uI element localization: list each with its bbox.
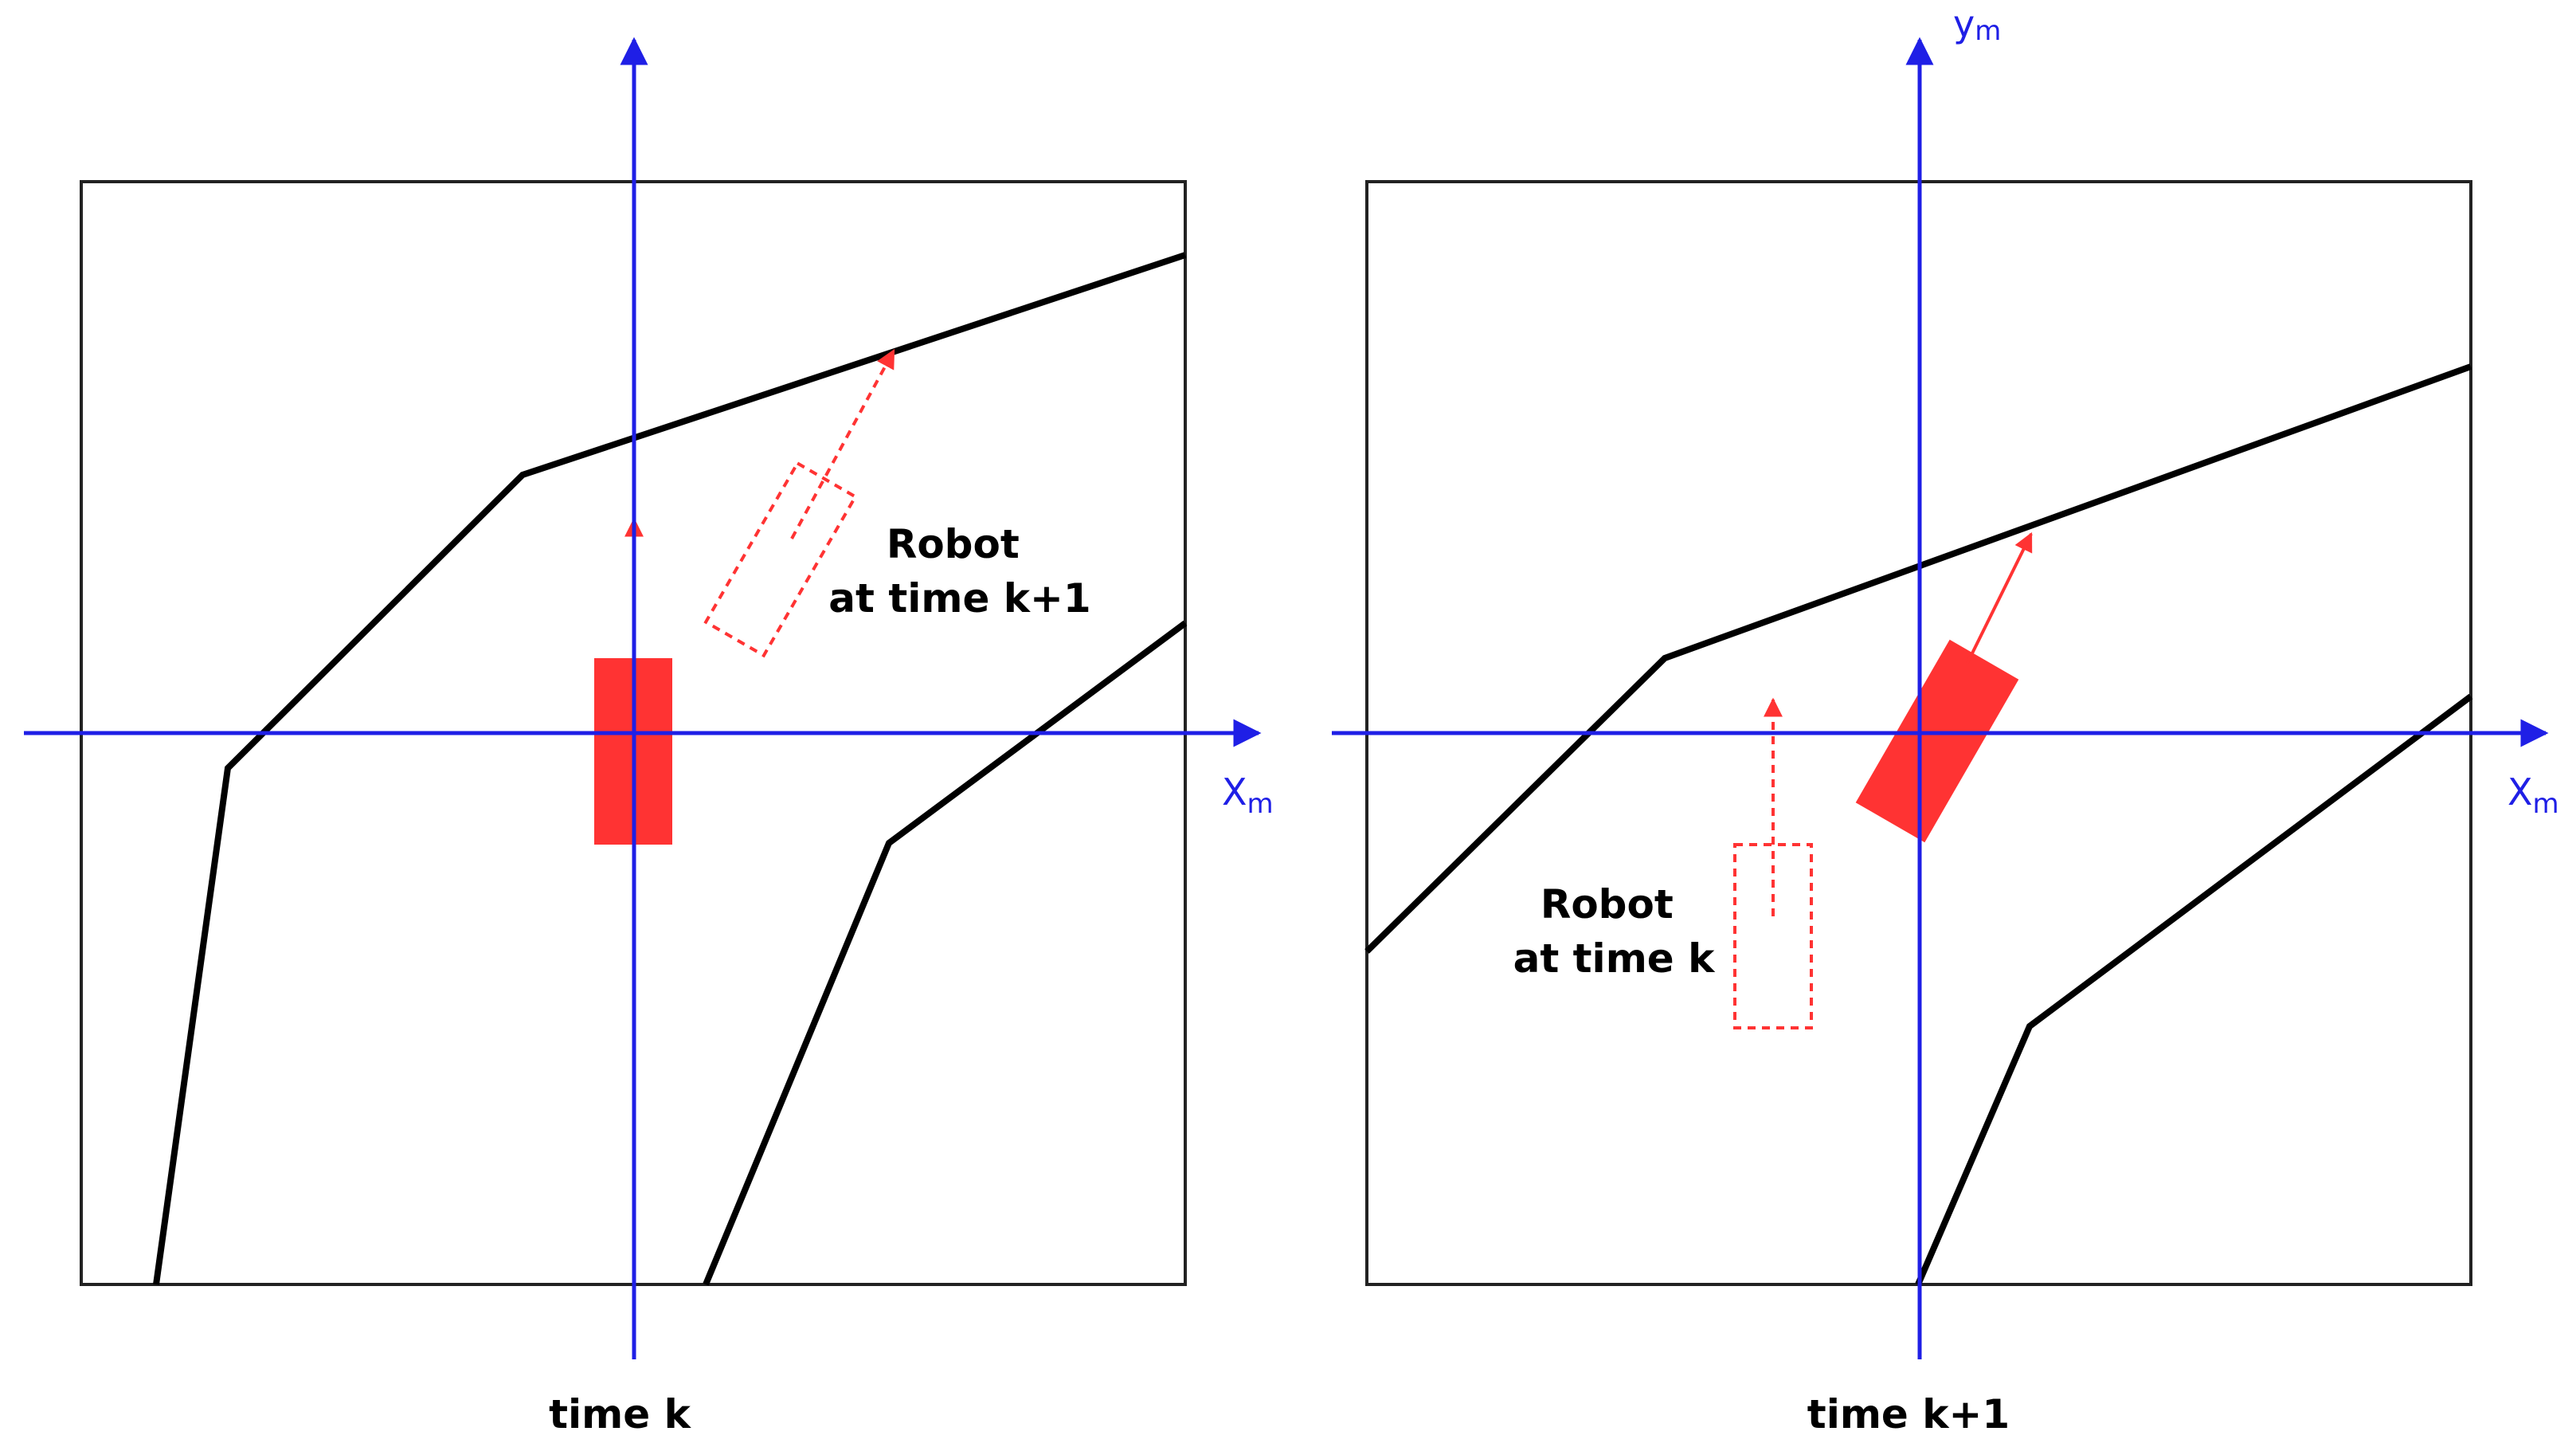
panel-time-k: Xm Robot at time k+1 time k <box>24 37 1274 1437</box>
panel-caption: time k <box>549 1391 691 1437</box>
corridor-wall-left <box>1364 363 2472 954</box>
robot-heading-arrow <box>1966 531 2033 664</box>
corridor-wall-right <box>1915 693 2473 1286</box>
x-axis-label: Xm <box>1222 771 1274 820</box>
panel-caption: time k+1 <box>1807 1391 2010 1437</box>
robot-ghost-previous <box>1733 697 1813 1029</box>
corridor-wall-left <box>153 252 1187 1285</box>
y-axis-label: ym <box>1953 2 2001 47</box>
corridor-wall-right <box>703 620 1188 1286</box>
robot-label: Robot at time k <box>1513 881 1717 982</box>
panel-time-k-plus-1: Xm ym Robot at time k time k+1 <box>1332 2 2559 1437</box>
x-axis-label: Xm <box>2507 771 2559 820</box>
robot-label: Robot at time k+1 <box>828 521 1090 622</box>
robot-ghost-next <box>703 348 895 658</box>
robot-current <box>1855 639 2019 843</box>
